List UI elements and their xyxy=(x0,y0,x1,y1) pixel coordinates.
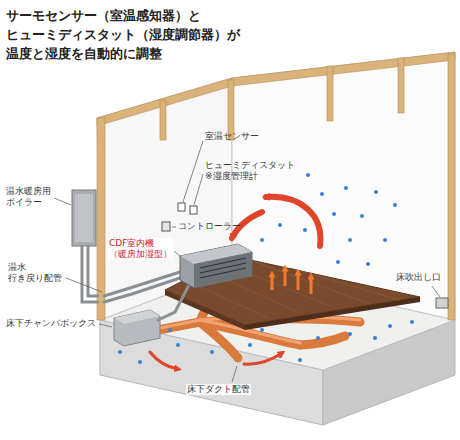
duct-label: 床下ダクト配管 xyxy=(186,384,251,395)
chamber-label: 床下チャンバボックス xyxy=(6,318,96,329)
outlet-label: 床吹出し口 xyxy=(396,272,441,283)
sensor-label: 室温センサー xyxy=(205,131,259,142)
indoor-unit-label: CDF室内機 （暖房加湿型） xyxy=(108,238,173,260)
pipe-label: 温水 行き戻り配管 xyxy=(8,262,62,284)
boiler-label: 温水暖房用 ボイラー xyxy=(6,186,51,208)
humidistat-label: ヒューミディスタット ※湿度管理計 xyxy=(205,160,295,182)
controller-label: コントローラー xyxy=(178,221,241,232)
diagram-title: サーモセンサー（室温感知器）と ヒューミディスタット（湿度調節器）が 温度と湿度… xyxy=(6,6,240,63)
